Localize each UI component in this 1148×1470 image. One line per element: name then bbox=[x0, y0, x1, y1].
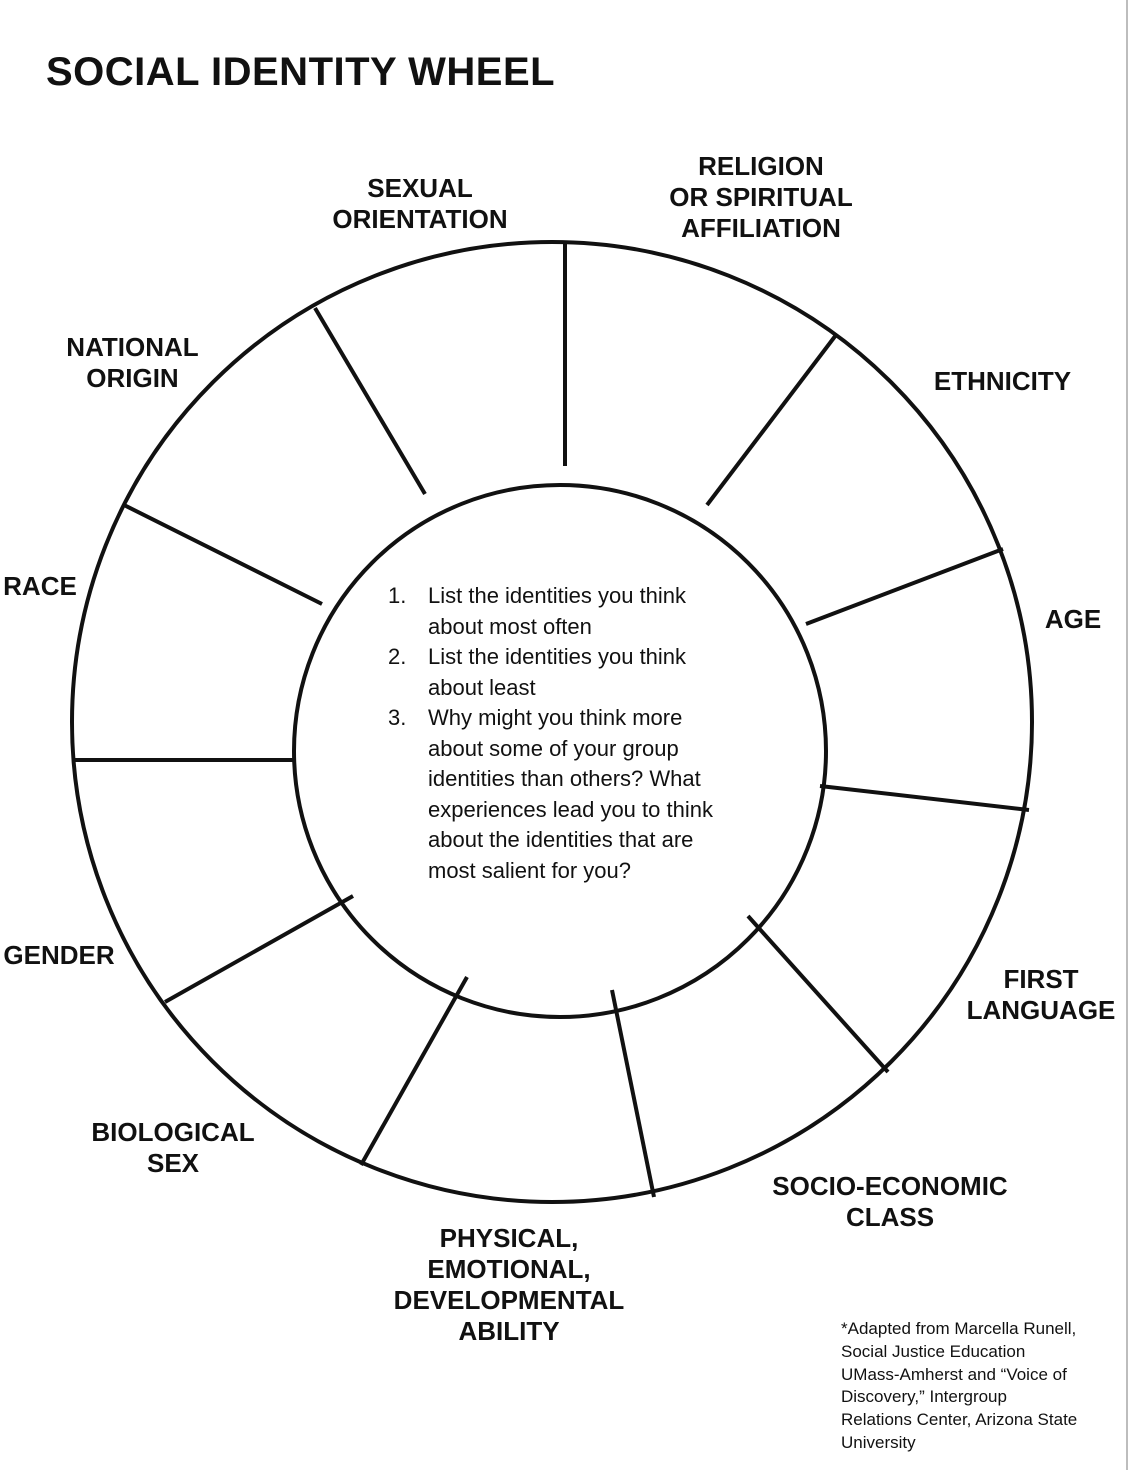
label-age: AGE bbox=[1044, 604, 1102, 634]
label-national-origin: NATIONAL ORIGIN bbox=[66, 332, 199, 393]
divider-biosex-gender bbox=[164, 894, 354, 1004]
page-title: SOCIAL IDENTITY WHEEL bbox=[46, 50, 556, 94]
wheel-outer-ring bbox=[70, 240, 1034, 1204]
label-ability: PHYSICAL, EMOTIONAL, DEVELOPMENTAL ABILI… bbox=[393, 1223, 625, 1346]
divider-language-class bbox=[746, 914, 890, 1074]
source-credit: *Adapted from Marcella Runell, Social Ju… bbox=[841, 1319, 1078, 1452]
label-race: RACE bbox=[3, 571, 77, 601]
divider-race-national bbox=[123, 503, 323, 606]
divider-age-language bbox=[819, 784, 1030, 812]
divider-ability-biosex bbox=[359, 976, 469, 1166]
reflection-prompts: 1. List the identities you think about m… bbox=[388, 581, 768, 886]
label-first-language: FIRST LANGUAGE bbox=[966, 964, 1116, 1025]
divider-religion-ethnicity bbox=[705, 333, 838, 507]
wheel-inner-circle bbox=[292, 483, 828, 1019]
label-socio-economic-class: SOCIO-ECONOMIC CLASS bbox=[772, 1171, 1008, 1232]
prompt-item: 1. List the identities you think about m… bbox=[388, 583, 687, 639]
label-ethnicity: ETHNICITY bbox=[933, 366, 1072, 396]
label-sexual-orientation: SEXUAL ORIENTATION bbox=[332, 173, 508, 234]
label-religion: RELIGION OR SPIRITUAL AFFILIATION bbox=[669, 151, 853, 243]
label-gender: GENDER bbox=[3, 940, 115, 970]
label-biological-sex: BIOLOGICAL SEX bbox=[91, 1117, 255, 1178]
prompt-item: 2. List the identities you think about l… bbox=[388, 644, 687, 700]
prompt-item: 3. Why might you think more about some o… bbox=[388, 705, 713, 883]
divider-ethnicity-age bbox=[805, 547, 1004, 626]
divider-national-sexual bbox=[313, 306, 427, 496]
page-edge bbox=[1126, 0, 1128, 1470]
divider-class-ability bbox=[610, 989, 656, 1198]
